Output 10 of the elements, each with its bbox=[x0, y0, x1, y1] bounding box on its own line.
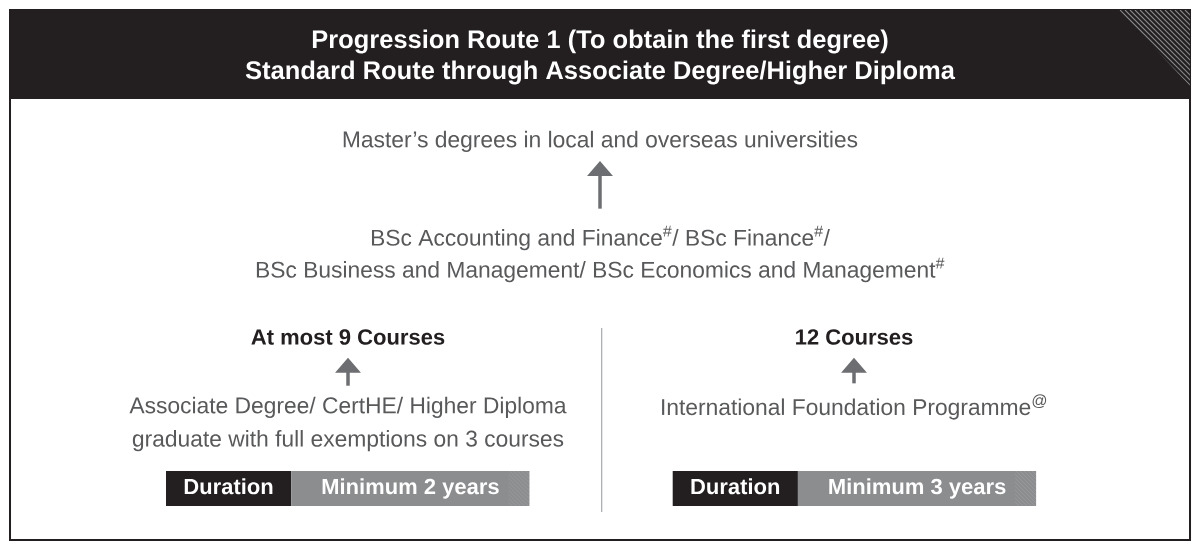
label: International Foundation Programme$^{@}$ bbox=[662, 394, 1047, 420]
duration-bar: Duration Minimum 2 years bbox=[166, 471, 530, 506]
heading: At most 9 Courses bbox=[251, 329, 445, 345]
node-label: Duration bbox=[691, 478, 780, 495]
duration-bar: Duration Minimum 3 years bbox=[672, 471, 1037, 506]
label: Associate Degree/ CertHE/ Higher Diploma graduate with full exemptions on 3 courses bbox=[129, 396, 567, 452]
label: Master’s degrees in local and overseas universities bbox=[343, 130, 858, 152]
label: BSc Accounting and Finance$^{#}$/ BSc Finance$^{#}$/ BSc Business and Management/ BSc Economics and Management$^{#}$ bbox=[256, 225, 945, 283]
heading: 12 Courses bbox=[796, 329, 913, 345]
node-label: Duration bbox=[184, 478, 273, 495]
